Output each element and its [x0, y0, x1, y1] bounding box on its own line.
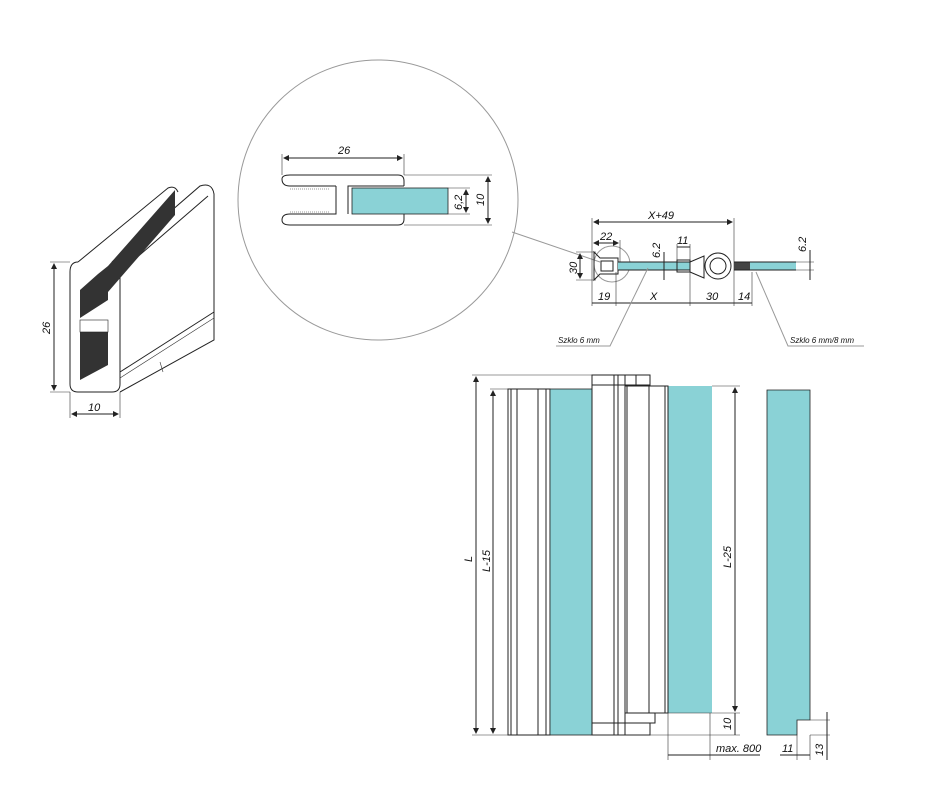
dim-11-label: 11 — [677, 235, 688, 247]
detail-leader — [511, 231, 601, 263]
dim-22-label: 22 — [599, 231, 612, 243]
detail-circle — [237, 59, 519, 341]
dim-10-bottom-label: 10 — [722, 717, 734, 730]
dim-10-label: 10 — [475, 193, 487, 206]
left-glass-plan — [618, 262, 690, 270]
dim-11-bottom-label: 11 — [782, 743, 793, 755]
dim-62-left-label: 6.2 — [651, 243, 663, 258]
dim-14-label: 14 — [738, 291, 750, 303]
dim-30-label: 30 — [706, 291, 719, 303]
left-glass-panel — [549, 388, 593, 736]
detail-view: 26 6,2 10 — [237, 59, 601, 341]
glass-section — [351, 187, 449, 215]
isometric-profile: 26 10 — [41, 184, 215, 418]
elevation-view: L L-15 L-25 10 max. 800 11 13 — [463, 374, 830, 760]
dim-62-right-label: 6.2 — [797, 237, 809, 252]
dim-max-label: max. 800 — [716, 743, 762, 755]
dim-19-label: 19 — [598, 291, 610, 303]
dim-l25-label: L-25 — [722, 545, 734, 568]
glass-left-label: Szklo 6 mm — [558, 336, 600, 345]
dim-total-label: X+49 — [647, 210, 674, 222]
door-glass-panel — [668, 386, 712, 713]
dim-13-label: 13 — [814, 743, 826, 756]
fixed-glass-panel — [766, 389, 811, 736]
dim-l-label: L — [463, 556, 475, 562]
glass-right-label: Szklo 6 mm/8 mm — [790, 336, 854, 345]
dim-26-label: 26 — [337, 145, 351, 157]
right-glass-plan — [750, 262, 796, 270]
hinge-barrel — [704, 252, 732, 280]
plan-view: X+49 22 30 6.2 11 6.2 19 X 30 14 Szklo 6 — [556, 210, 864, 347]
dim-height-label: 26 — [41, 321, 53, 335]
dim-62-label: 6,2 — [453, 195, 465, 210]
dim-l15-label: L-15 — [481, 549, 493, 572]
dim-30v-label: 30 — [568, 261, 580, 274]
dim-x-label: X — [649, 291, 658, 303]
dim-width-label: 10 — [88, 402, 101, 414]
